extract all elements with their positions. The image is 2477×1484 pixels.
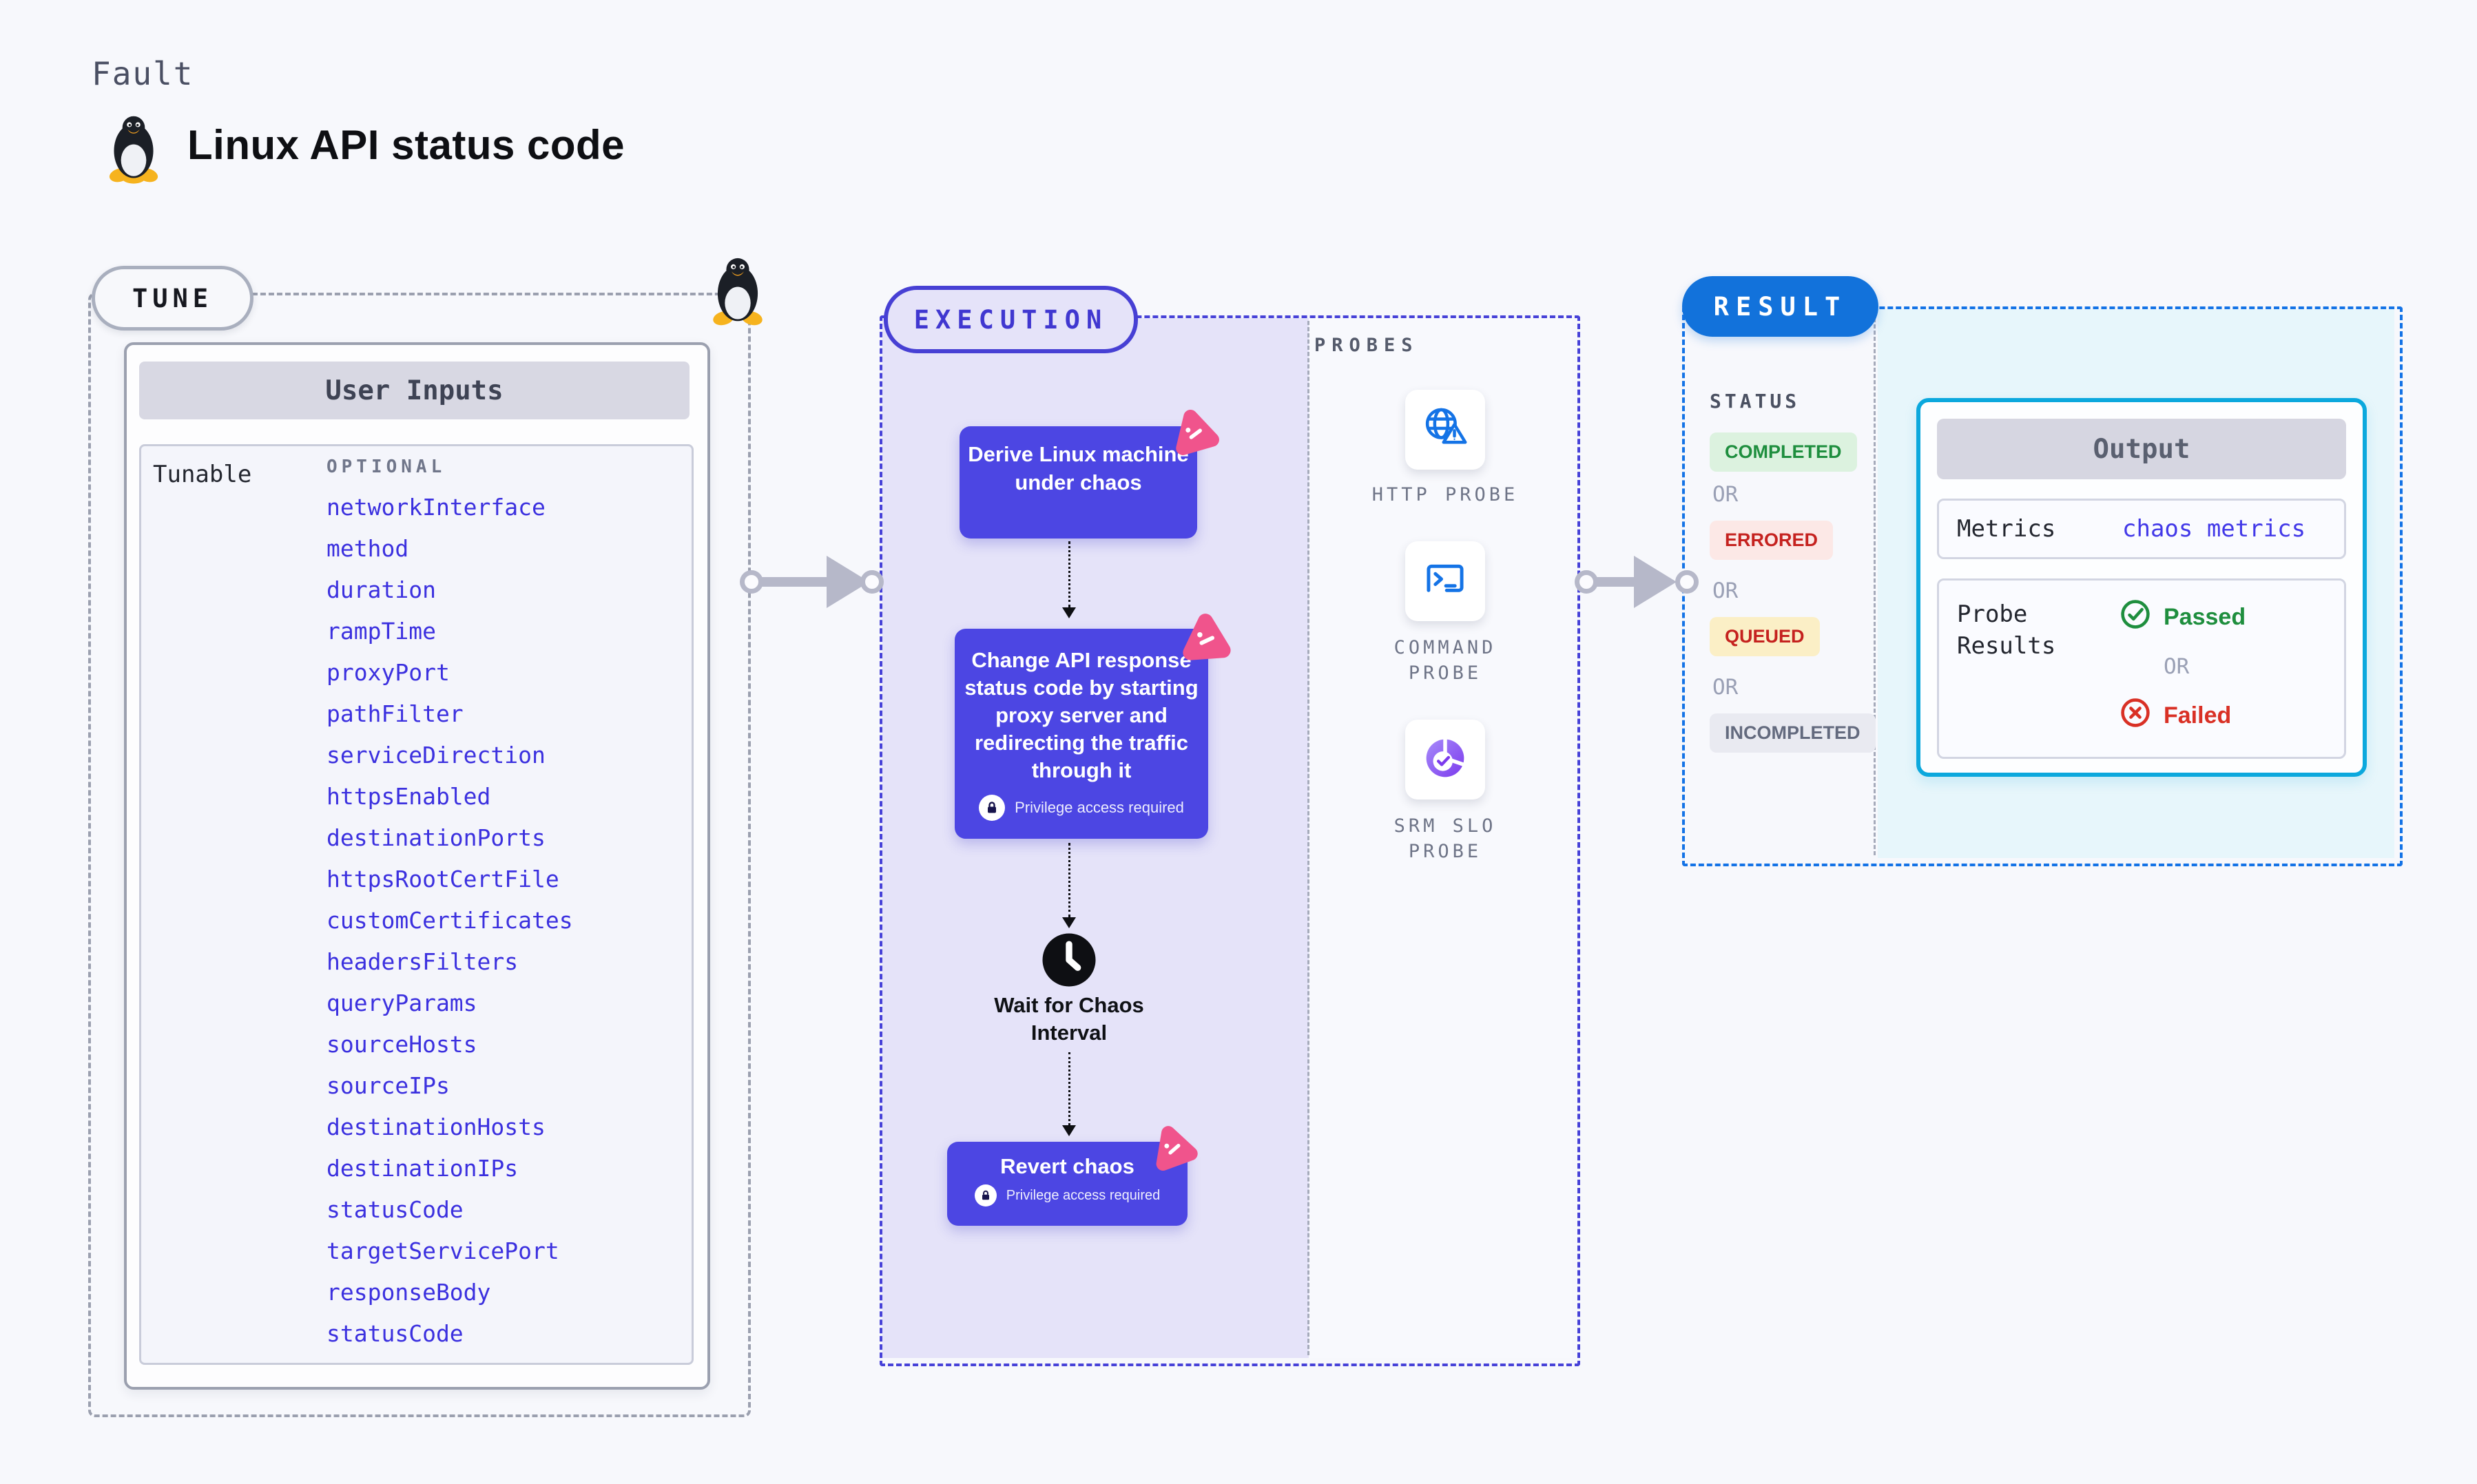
result-divider: [1874, 312, 1876, 855]
tunable-link[interactable]: destinationPorts: [327, 824, 546, 851]
flow-connector: [1068, 1052, 1070, 1125]
check-circle-icon: [2120, 598, 2151, 636]
privilege-note: Privilege access required: [964, 794, 1199, 822]
x-circle-icon: [2120, 697, 2151, 735]
failed-row: Failed: [2120, 697, 2231, 735]
user-inputs-panel: [139, 444, 694, 1365]
status-badge-incompleted: INCOMPLETED: [1710, 713, 1876, 753]
flow-arrowhead: [1062, 1125, 1076, 1136]
tunable-row-label: Tunable: [153, 461, 252, 488]
chaos-fault-badge-icon: [1141, 1115, 1204, 1180]
tux-penguin-icon: [103, 112, 164, 185]
globe-warning-icon: [1420, 404, 1470, 456]
tunable-link[interactable]: rampTime: [327, 618, 436, 645]
srm-slo-probe-card: [1405, 720, 1485, 800]
metrics-row: Metrics chaos metrics: [1937, 499, 2346, 559]
fault-eyebrow: Fault: [92, 55, 194, 92]
tune-pill: TUNE: [92, 266, 253, 331]
tunable-link[interactable]: statusCode: [327, 1320, 464, 1347]
or-label: OR: [1712, 482, 1739, 507]
tunable-link[interactable]: method: [327, 535, 409, 562]
terminal-icon: [1421, 556, 1469, 607]
http-probe-label: HTTP PROBE: [1371, 484, 1519, 505]
or-label: OR: [1712, 578, 1739, 603]
tux-penguin-corner-icon: [707, 253, 769, 328]
step-derive-machine: Derive Linux machine under chaos: [960, 426, 1197, 539]
chaos-fault-badge-icon: [1174, 605, 1236, 670]
tunable-link[interactable]: customCertificates: [327, 907, 573, 934]
wait-for-chaos-label: Wait for Chaos Interval: [994, 993, 1144, 1045]
status-badge-errored: ERRORED: [1710, 521, 1834, 560]
tunable-link[interactable]: httpsRootCertFile: [327, 866, 559, 892]
probes-fill: [1309, 318, 1572, 1358]
connector-node: [1575, 570, 1598, 594]
tunable-link[interactable]: proxyPort: [327, 659, 450, 686]
flow-connector: [1068, 541, 1070, 607]
user-inputs-header: User Inputs: [139, 362, 690, 419]
chaos-metrics-link[interactable]: chaos metrics: [2122, 515, 2306, 543]
or-label: OR: [1712, 675, 1739, 700]
flow-arrowhead: [1062, 607, 1076, 618]
tunable-link[interactable]: queryParams: [327, 990, 477, 1016]
tunable-link[interactable]: targetServicePort: [327, 1237, 559, 1264]
status-header: STATUS: [1710, 390, 1801, 412]
http-probe-card: [1405, 390, 1485, 470]
metrics-label: Metrics: [1957, 515, 2056, 543]
srm-slo-probe-label: SRM SLO PROBE: [1393, 815, 1497, 862]
passed-row: Passed: [2120, 598, 2246, 636]
tunable-link[interactable]: serviceDirection: [327, 742, 546, 769]
tunables-list: networkInterface method duration rampTim…: [327, 487, 685, 1355]
tunable-link[interactable]: statusCode: [327, 1196, 464, 1223]
connector-node: [860, 570, 884, 594]
or-label: OR: [2164, 654, 2190, 679]
tunable-link[interactable]: duration: [327, 576, 436, 603]
probes-header: PROBES: [1314, 335, 1419, 356]
probe-results-label: Probe Results: [1957, 600, 2056, 660]
result-pill: RESULT: [1682, 276, 1878, 337]
probe-results-row: Probe Results Passed OR: [1937, 578, 2346, 759]
slo-donut-check-icon: [1421, 734, 1469, 785]
page-title: Linux API status code: [187, 122, 625, 168]
probes-divider: [1307, 321, 1309, 1355]
command-probe-label: COMMAND PROBE: [1393, 637, 1497, 684]
output-card: Output Metrics chaos metrics Probe Resul…: [1916, 398, 2367, 777]
tunable-link[interactable]: pathFilter: [327, 700, 464, 727]
status-badge-queued: QUEUED: [1710, 617, 1820, 656]
tunable-link[interactable]: httpsEnabled: [327, 783, 491, 810]
chaos-fault-badge-icon: [1163, 400, 1225, 463]
connector-node: [1675, 570, 1699, 594]
tunable-link[interactable]: networkInterface: [327, 494, 546, 521]
tune-to-execution-arrow: [752, 577, 841, 587]
lock-icon: [979, 795, 1006, 821]
privilege-note: Privilege access required: [947, 1184, 1188, 1206]
tunable-link[interactable]: destinationIPs: [327, 1155, 519, 1182]
connector-node: [740, 570, 763, 594]
tunable-link[interactable]: destinationHosts: [327, 1114, 546, 1140]
flow-connector: [1068, 843, 1070, 917]
tunable-link[interactable]: sourceIPs: [327, 1072, 450, 1099]
tunable-link[interactable]: headersFilters: [327, 948, 519, 975]
tunable-link[interactable]: responseBody: [327, 1279, 491, 1306]
optional-column-label: OPTIONAL: [327, 457, 446, 477]
output-header: Output: [1937, 419, 2346, 479]
execution-section-border: [880, 315, 1580, 1366]
command-probe-card: [1405, 541, 1485, 621]
probe-results-values: Passed OR Failed: [2095, 598, 2246, 757]
clock-icon: [1040, 931, 1098, 989]
execution-to-result-arrowhead: [1634, 556, 1677, 608]
flow-arrowhead: [1062, 917, 1076, 928]
execution-pill: EXECUTION: [884, 286, 1138, 353]
step-change-status-code: Change API response status code by start…: [955, 629, 1208, 839]
step-revert-chaos: Revert chaos Privilege access required: [947, 1142, 1188, 1226]
status-badge-completed: COMPLETED: [1710, 432, 1857, 472]
tune-section-border: [88, 293, 751, 1417]
lock-icon: [974, 1184, 997, 1206]
tunable-link[interactable]: sourceHosts: [327, 1031, 477, 1058]
